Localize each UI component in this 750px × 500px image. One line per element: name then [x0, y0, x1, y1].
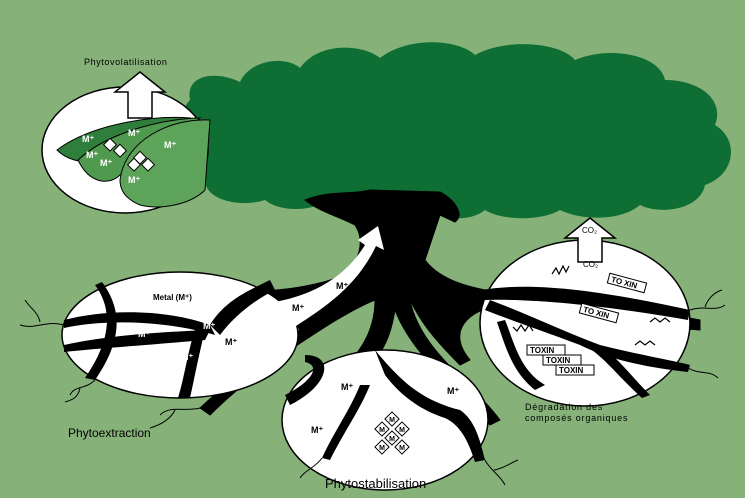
m-plus-label: M⁺ [447, 386, 459, 396]
label-phytoextraction: Phytoextraction [68, 426, 151, 440]
co2-label: CO₂ [583, 260, 598, 269]
leaf-front [119, 119, 211, 208]
tree-canopy [182, 42, 732, 219]
uptake-arrow-icon [240, 226, 384, 342]
m-plus-label: M⁺ [117, 298, 129, 308]
m-plus-label: M⁺ [164, 140, 176, 150]
label-phytovolatilisation: Phytovolatilisation [84, 57, 167, 67]
label-degradation-line1: Dégradation des [525, 402, 603, 412]
label-degradation-line2: composés organiques [525, 413, 628, 423]
m-plus-label: M⁺ [128, 128, 140, 138]
m-label: M [379, 427, 385, 434]
m-label: M [389, 436, 395, 443]
m-label: M [399, 445, 405, 452]
m-plus-label: M⁺ [336, 281, 348, 291]
label-phytostabilisation: Phytostabilisation [325, 476, 426, 491]
toxin-label: TOXIN [546, 356, 571, 365]
toxin-label: TOXIN [559, 366, 584, 375]
m-plus-label: M⁺ [292, 303, 304, 313]
roots-in-extraction [64, 280, 275, 398]
m-plus-label: M⁺ [225, 337, 237, 347]
co2-release-arrow-icon [562, 217, 618, 263]
m-plus-label: M⁺ [181, 352, 193, 362]
m-plus-label: M⁺ [100, 158, 112, 168]
m-plus-label: M⁺ [128, 175, 140, 185]
label-metal: Metal (M⁺) [153, 293, 192, 302]
m-plus-label: M⁺ [203, 321, 215, 331]
metal-precipitate-icon [374, 411, 410, 455]
root-hairs [19, 289, 726, 486]
m-plus-label: M⁺ [341, 382, 353, 392]
m-label: M [379, 445, 385, 452]
metal-complex-icon [102, 137, 156, 172]
m-label: M [399, 427, 405, 434]
roots-in-stabilisation [285, 350, 485, 462]
m-plus-label: M⁺ [86, 150, 98, 160]
degradation-zigzag-icons [512, 264, 671, 346]
m-plus-label: M⁺ [82, 134, 94, 144]
m-label: M [389, 417, 395, 424]
toxin-label: TOXIN [530, 346, 555, 355]
m-plus-label: M⁺ [138, 329, 150, 339]
phytostabilisation-circle [281, 349, 489, 491]
roots-in-degradation [482, 286, 690, 398]
volatilisation-arrow-icon [112, 71, 168, 119]
m-plus-label: M⁺ [311, 425, 323, 435]
co2-label: CO₂ [582, 226, 597, 235]
